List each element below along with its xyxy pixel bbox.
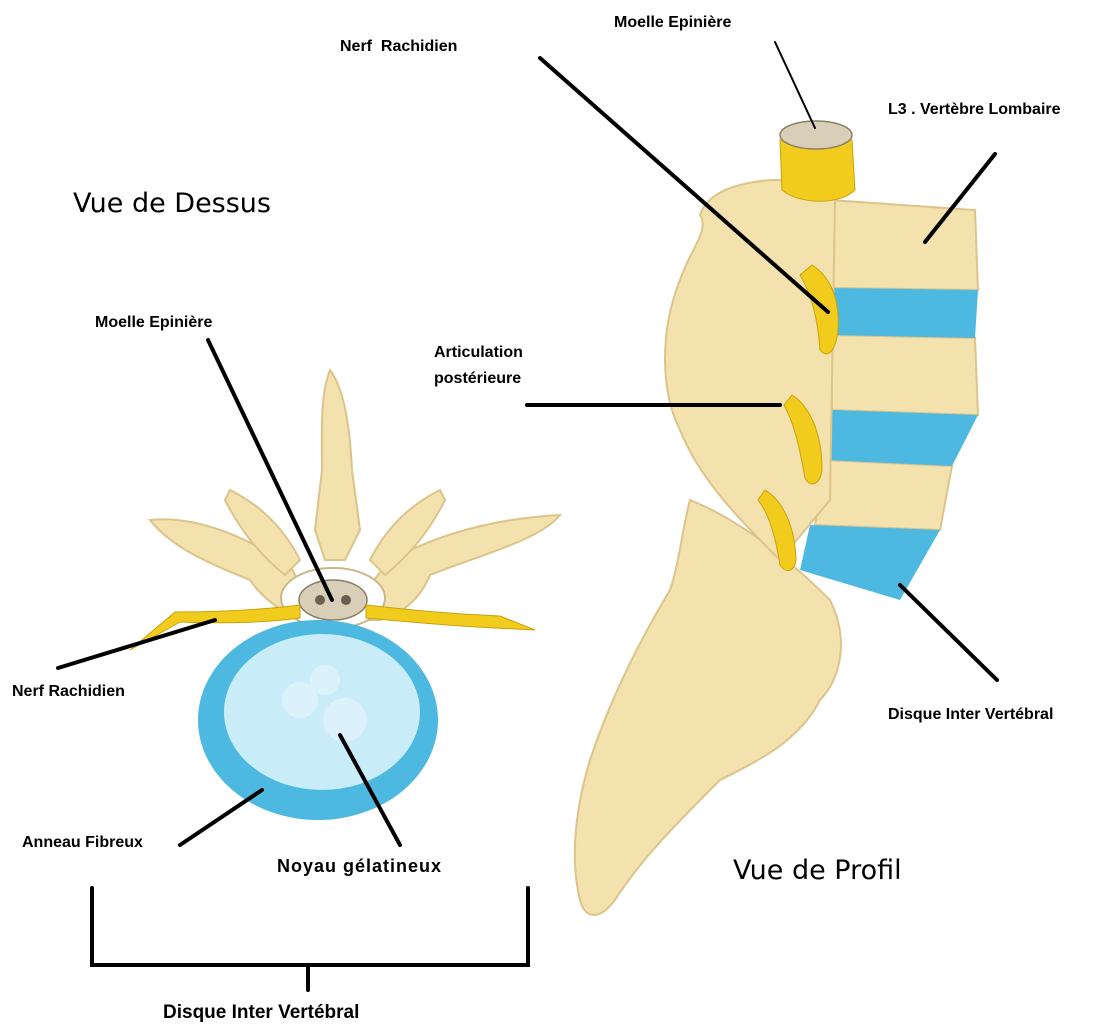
label-annulus: Anneau Fibreux bbox=[22, 834, 143, 852]
label-top-spinal-cord: Moelle Epinière bbox=[95, 314, 212, 332]
label-top-disc: Disque Inter Vertébral bbox=[163, 1002, 359, 1024]
label-top-spinal-nerve: Nerf Rachidien bbox=[12, 683, 125, 701]
leader-annulus bbox=[180, 790, 262, 845]
vertebral-body-l3 bbox=[830, 200, 978, 290]
top-view-illustration bbox=[130, 370, 560, 820]
leader-side-spinal-cord bbox=[775, 42, 815, 128]
label-vertebra: L3 . Vertèbre Lombaire bbox=[888, 101, 1061, 119]
vertebral-body-l4 bbox=[832, 335, 978, 415]
side-view-title: Vue de Profil bbox=[733, 855, 902, 886]
label-facet-line1: Articulation bbox=[434, 344, 523, 362]
label-side-disc: Disque Inter Vertébral bbox=[888, 706, 1053, 724]
label-side-spinal-cord: Moelle Epinière bbox=[614, 14, 731, 32]
side-view-illustration bbox=[575, 121, 978, 915]
nucleus-pulposus bbox=[224, 634, 420, 790]
sacrum bbox=[575, 500, 841, 915]
disc-bracket bbox=[92, 888, 528, 990]
disc-l4-l5 bbox=[825, 410, 978, 466]
label-side-spinal-nerve: Nerf Rachidien bbox=[340, 38, 457, 56]
label-nucleus: Noyau gélatineux bbox=[277, 856, 442, 877]
leader-top-spinal-nerve bbox=[58, 620, 215, 668]
top-view-title: Vue de Dessus bbox=[73, 188, 271, 219]
disc-l3-l4 bbox=[832, 288, 978, 338]
label-facet-line2: postérieure bbox=[434, 370, 521, 388]
spinal-nerve-right bbox=[366, 605, 535, 630]
leader-side-disc bbox=[900, 585, 997, 680]
disc-l5-s1 bbox=[800, 525, 940, 600]
spinous-process bbox=[315, 370, 360, 560]
vertebral-body-l5 bbox=[815, 460, 952, 530]
